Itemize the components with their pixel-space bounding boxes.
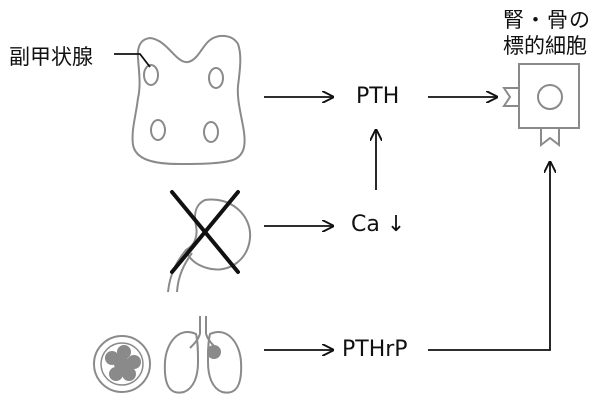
- kidney-icon: [167, 198, 252, 293]
- parathyroid-nodule-upper-left: [143, 64, 159, 86]
- lungs-icon: [163, 316, 243, 394]
- pth-label: PTH: [356, 84, 400, 109]
- parathyroid-nodule-lower-left: [150, 119, 166, 141]
- parathyroid-nodule-lower-right: [203, 121, 219, 143]
- target-cell-label-line1: 腎・骨の: [503, 8, 591, 32]
- tumor-cell-icon: [93, 335, 151, 393]
- parathyroid-gland-icon: [131, 34, 246, 166]
- arrows: [264, 97, 550, 350]
- down-arrow-icon: ↓: [386, 212, 406, 237]
- receptor-bottom-icon: [540, 128, 560, 148]
- target-cell-icon: [502, 63, 580, 148]
- calcium-symbol: Ca: [351, 212, 380, 237]
- receptor-left-icon: [502, 87, 519, 107]
- parathyroid-nodule-upper-right: [208, 67, 224, 89]
- target-cell-label-line2: 標的細胞: [503, 34, 587, 58]
- parathyroid-label: 副甲状腺: [9, 45, 93, 69]
- pthrp-label: PTHrP: [342, 337, 408, 362]
- arrow-pthrp-to-target: [428, 162, 550, 351]
- cross-mark-icon: [170, 190, 240, 274]
- calcium-label: Ca ↓: [351, 212, 405, 237]
- parathyroid-leader-line: [114, 53, 151, 68]
